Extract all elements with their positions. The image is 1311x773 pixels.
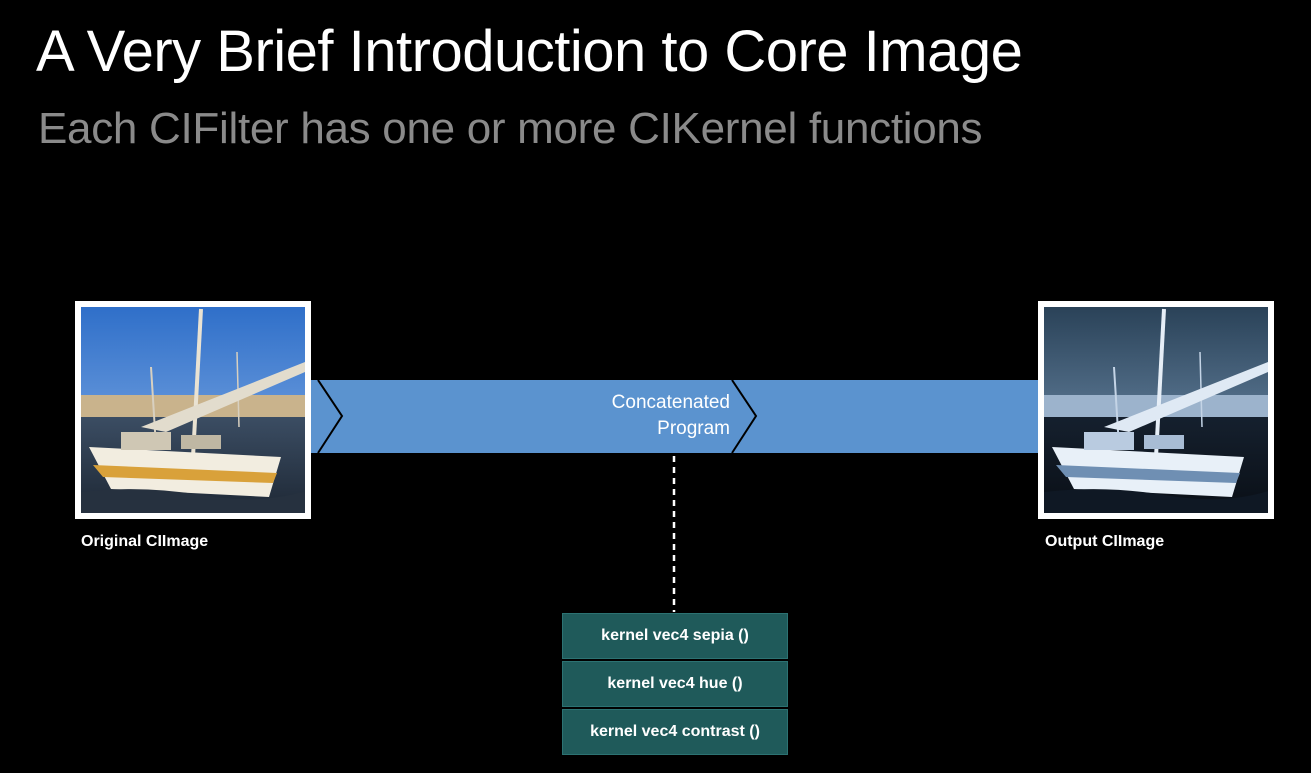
- kernel-box-contrast: kernel vec4 contrast (): [562, 709, 788, 755]
- pipeline-chevron-center: [731, 379, 758, 454]
- pipeline-arrow-band: [300, 380, 1045, 453]
- sailboat-photo-filtered-icon: [1044, 307, 1268, 513]
- program-label-line1: Concatenated: [611, 392, 730, 413]
- slide-subtitle: Each CIFilter has one or more CIKernel f…: [38, 104, 983, 153]
- pipeline-chevron-left: [317, 379, 344, 454]
- kernel-box-sepia: kernel vec4 sepia (): [562, 613, 788, 659]
- sailboat-photo-icon: [81, 307, 305, 513]
- output-ciimage-label: Output CIImage: [1045, 533, 1165, 550]
- slide-title: A Very Brief Introduction to Core Image: [36, 19, 1023, 84]
- kernel-box-hue: kernel vec4 hue (): [562, 661, 788, 707]
- program-label-line2: Program: [657, 418, 730, 439]
- concatenated-program-label: Concatenated Program: [560, 390, 730, 442]
- original-ciimage-label: Original CIImage: [81, 533, 209, 550]
- output-ciimage-photo: [1038, 301, 1274, 519]
- original-ciimage-photo: [75, 301, 311, 519]
